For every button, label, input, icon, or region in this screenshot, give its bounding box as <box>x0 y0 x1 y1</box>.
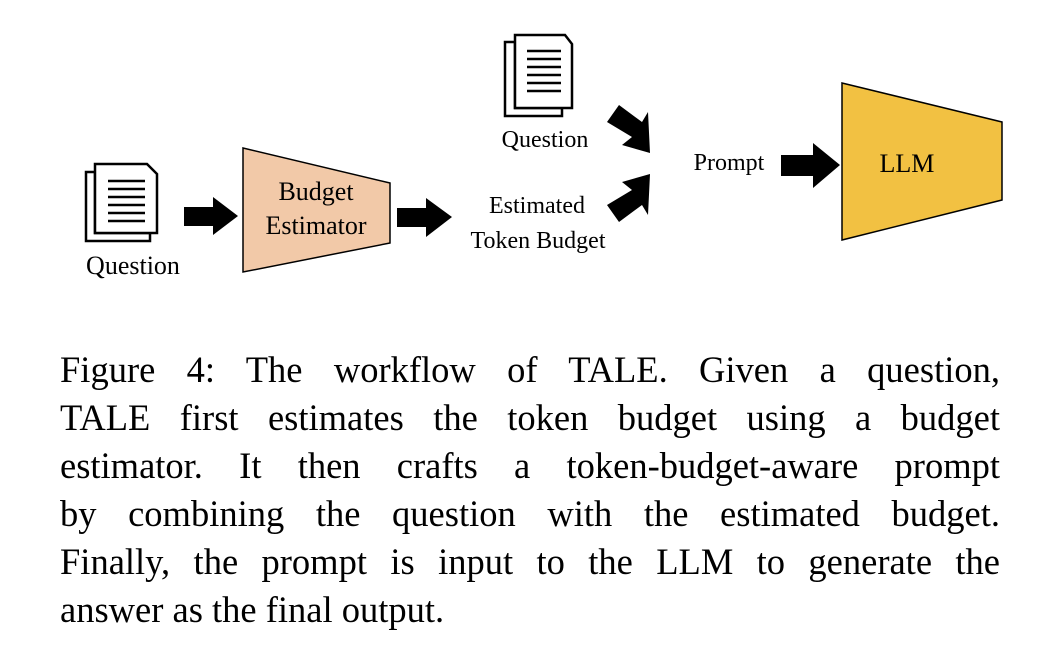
caption-line: TALE first estimates the token budget us… <box>60 397 1000 438</box>
estimated-budget-label-line1: Estimated <box>489 193 585 219</box>
arrow-right-icon <box>781 143 840 188</box>
prompt-question-label: Question <box>502 127 589 153</box>
budget-estimator-block <box>242 147 391 273</box>
caption-line: Finally, the prompt is input to the LLM … <box>60 541 1000 582</box>
arrow-right-icon <box>397 198 452 237</box>
budget-estimator-label-line1: Budget <box>278 177 354 206</box>
llm-label: LLM <box>880 149 935 178</box>
arrow-up-right-icon <box>607 174 650 222</box>
caption-line: estimator. It then crafts a token-budget… <box>60 445 1000 486</box>
figure-caption: Figure 4: The workflow of TALE. Given a … <box>60 346 1000 634</box>
tale-workflow-diagram: Question Budget Estimator Estimated Toke… <box>84 33 1003 280</box>
arrow-down-right-icon <box>607 105 650 153</box>
input-question-label: Question <box>86 251 180 280</box>
caption-line: by combining the question with the estim… <box>60 493 1000 534</box>
estimated-budget-label-line2: Token Budget <box>471 228 606 254</box>
arrow-right-icon <box>184 197 238 235</box>
document-icon <box>503 33 574 118</box>
llm-block <box>841 82 1003 241</box>
document-icon <box>84 162 159 243</box>
budget-estimator-label-line2: Estimator <box>265 211 366 240</box>
caption-line: Figure 4: The workflow of TALE. Given a … <box>60 349 1000 390</box>
prompt-label: Prompt <box>694 150 765 176</box>
caption-line: answer as the final output. <box>60 589 445 630</box>
